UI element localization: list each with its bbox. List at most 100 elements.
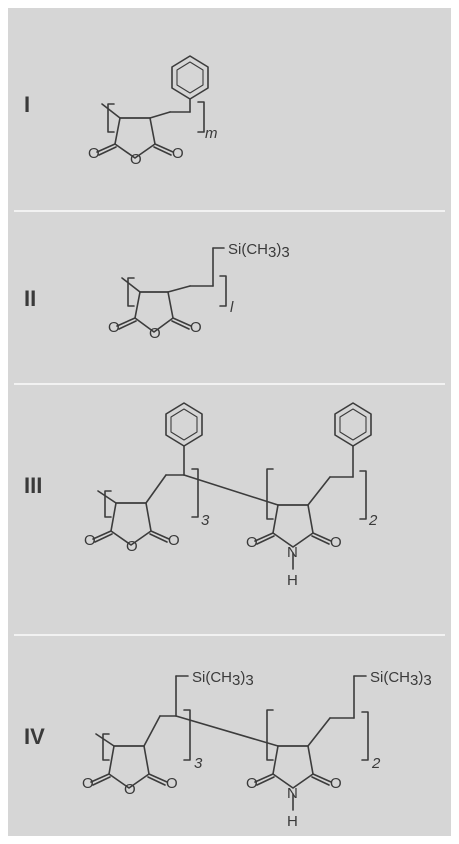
structure-label: III xyxy=(24,473,43,498)
bond-line xyxy=(254,532,274,542)
repeat-subscript: l xyxy=(230,299,234,316)
anhydride-ring xyxy=(108,745,150,789)
bond-line xyxy=(307,717,331,747)
bond-line xyxy=(147,776,166,786)
bond-line xyxy=(154,143,174,153)
trimethylsilyl-group: Si(CH3)3 xyxy=(228,241,290,261)
bond-line xyxy=(149,533,168,543)
oxygen-atom: O xyxy=(108,319,120,336)
divider xyxy=(14,383,445,385)
oxygen-atom: O xyxy=(166,775,178,792)
figure-panel: I O O O m II xyxy=(8,8,451,836)
bond-line: Si(CH xyxy=(192,669,232,686)
repeat-subscript: 3 xyxy=(201,512,210,529)
bond-line xyxy=(92,776,111,786)
repeat-subscript: m xyxy=(205,125,218,142)
structure-panel-III: III xyxy=(8,385,451,635)
trimethylsilyl-group: Si(CH3)3 xyxy=(370,669,432,689)
bond-line: ) xyxy=(418,669,423,686)
oxygen-atom: O xyxy=(330,775,342,792)
structure-drawing: O O O O N O H 3 2 xyxy=(84,402,378,589)
repeat-subscript: 2 xyxy=(368,512,378,529)
bond-line xyxy=(311,776,330,786)
bond-line: ) xyxy=(240,669,245,686)
bracket-right xyxy=(359,470,367,520)
bond-line xyxy=(96,143,116,153)
trimethylsilyl-group: Si(CH3)3 xyxy=(192,669,254,689)
ring-oxygen-atom: O xyxy=(130,151,142,168)
bond-line: 3 xyxy=(410,672,418,689)
ring-oxygen-atom: O xyxy=(149,325,161,342)
bracket-right xyxy=(191,468,199,518)
bond-line xyxy=(118,320,137,330)
structure-panel-II: II Si(CH3)3 O O O l xyxy=(8,212,451,382)
bracket-left xyxy=(127,277,135,307)
bracket-left xyxy=(107,103,115,133)
structure-drawing: Si(CH3)3 Si(CH3)3 xyxy=(82,669,432,830)
bond-line xyxy=(254,773,274,783)
ring-oxygen-atom: O xyxy=(126,538,138,555)
hydrogen-atom: H xyxy=(287,572,298,589)
structure-label: I xyxy=(24,92,31,117)
bond-line xyxy=(171,320,190,330)
bond-line xyxy=(312,532,332,542)
oxygen-atom: O xyxy=(246,775,258,792)
oxygen-atom: O xyxy=(172,145,184,162)
oxygen-atom: O xyxy=(246,534,258,551)
anhydride-ring xyxy=(114,117,156,159)
phenyl-inner-ring xyxy=(170,408,198,441)
bond-line: 3 xyxy=(245,672,253,689)
bracket-left xyxy=(102,733,110,761)
divider xyxy=(14,634,445,636)
imide-ring xyxy=(272,745,314,789)
bracket-left xyxy=(266,709,274,761)
bond-line xyxy=(183,474,279,506)
structure-drawing: Si(CH3)3 O O O l xyxy=(108,241,290,342)
nitrogen-atom: N xyxy=(287,785,298,802)
oxygen-atom: O xyxy=(168,532,180,549)
bond-line: ) xyxy=(276,241,281,258)
oxygen-atom: O xyxy=(84,532,96,549)
repeat-subscript: 2 xyxy=(371,755,381,772)
bracket-right xyxy=(197,101,205,133)
structure-label: II xyxy=(24,286,37,311)
bond-line xyxy=(153,146,172,156)
bond-line xyxy=(311,535,330,545)
imide-ring xyxy=(272,504,314,548)
structure-panel-I: I O O O m xyxy=(8,8,451,208)
oxygen-atom: O xyxy=(82,775,94,792)
bond-line xyxy=(148,773,168,783)
bond-line xyxy=(256,535,275,545)
divider xyxy=(14,210,445,212)
anhydride-ring xyxy=(110,502,152,546)
bond-line xyxy=(312,773,332,783)
oxygen-atom: O xyxy=(190,319,202,336)
bracket-right xyxy=(361,711,369,761)
oxygen-atom: O xyxy=(88,145,100,162)
phenyl-inner-ring xyxy=(339,408,367,441)
bond-line xyxy=(101,103,121,119)
bracket-right xyxy=(183,709,191,761)
oxygen-atom: O xyxy=(330,534,342,551)
bond-line: 3 xyxy=(268,244,276,261)
structure-drawing: O O O m xyxy=(88,55,218,168)
bond-line xyxy=(98,146,117,156)
bond-line xyxy=(175,715,279,747)
nitrogen-atom: N xyxy=(287,544,298,561)
ring-oxygen-atom: O xyxy=(124,781,136,798)
structure-label: IV xyxy=(24,724,45,749)
phenyl-inner-ring xyxy=(176,61,204,94)
bond-line xyxy=(121,277,141,293)
bracket-left xyxy=(104,490,112,518)
bond-line xyxy=(143,715,161,747)
bond-line xyxy=(92,530,112,540)
hydrogen-atom: H xyxy=(287,813,298,830)
bond-line xyxy=(94,533,113,543)
bond-line xyxy=(150,530,170,540)
bond-line xyxy=(95,733,115,747)
bond-line xyxy=(256,776,275,786)
bond-line xyxy=(116,317,136,327)
bond-line: 3 xyxy=(281,244,289,261)
bond-line: 3 xyxy=(232,672,240,689)
bond-line: 3 xyxy=(423,672,431,689)
